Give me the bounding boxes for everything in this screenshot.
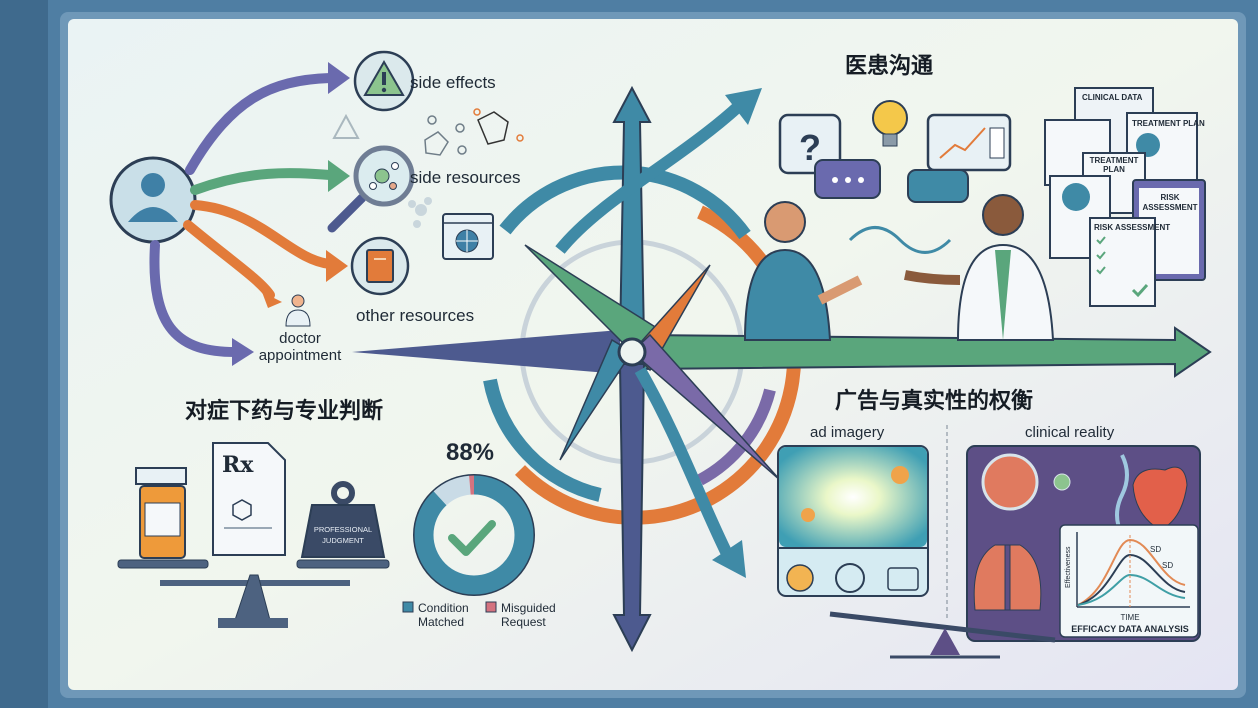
doctor-icon [285,294,311,327]
chart-bubble-icon [926,113,1012,172]
compass [352,85,1212,653]
book-icon [350,236,410,296]
chart-ylabel: Effectiveness [1065,546,1072,588]
weight-label-2: JUDGMENT [322,536,364,545]
documents-stack: CLINICAL DATA TREATMENT PLAN TREATMENT P… [1044,87,1206,307]
pill-bottle-icon [135,467,187,559]
magnifier-icon [327,145,415,233]
legend-swatch-condition [402,601,414,613]
weight-label-1: PROFESSIONAL [314,525,372,534]
legend-condition-2: Matched [418,615,464,629]
efficacy-chart [1059,524,1199,638]
smiley-icon [786,564,814,592]
label-doctor: doctor [279,330,321,347]
patient-figure [743,201,863,341]
advertising-title: 广告与真实性的权衡 [835,388,1033,414]
donut-segment-misguided-request [414,475,534,595]
doc-assessment: ASSESSMENT [1142,203,1197,212]
legend-swatch-misguided [485,601,497,613]
ne-arrow [555,100,745,254]
dna-icon [1115,454,1129,536]
doc-treatment: TREATMENT [1090,156,1139,165]
chart-sd-2: SD [1162,561,1173,570]
doc-clinical-data: CLINICAL DATA [1082,93,1143,102]
check-icon [448,520,496,556]
communication-title: 医患沟通 [845,53,933,79]
patient-avatar [109,156,197,244]
faded-molecule-icon [408,197,432,228]
faded-warning-icon [332,113,360,139]
molecule-node [1053,473,1071,491]
warning-icon [353,50,415,112]
legend-condition-1: Condition [418,601,469,615]
browser-globe-icon [442,213,494,260]
clinical-reality-panel: Effectiveness SD SD TIME EFFICACY DATA A… [966,445,1201,642]
ad-imagery-panel [777,445,929,597]
arrowheads [232,62,350,366]
balance-scale [117,559,390,628]
legend-misguided-1: Misguided [501,601,556,615]
donut-value-label: 88% [446,439,494,466]
frame-spine [0,0,48,708]
doc-plan: PLAN [1103,165,1125,174]
svg-text:?: ? [799,127,821,168]
label-side-resources: side resources [410,168,521,187]
donut-outline [413,474,535,596]
west-arrow [352,330,620,374]
clinical-reality-label: clinical reality [1025,424,1115,441]
label-appointment: appointment [259,347,342,364]
speech-bubble-icon [907,169,969,203]
donut-chart [413,474,535,596]
se-arrow [634,367,736,563]
typing-bubble-icon [814,159,881,199]
cell-icon [981,453,1039,511]
label-side-effects: side effects [410,73,496,92]
legend-misguided-2: Request [501,615,546,629]
lightbulb-icon [872,100,908,147]
doc-risk: RISK [1160,193,1179,202]
chart-pie-icon [835,563,865,593]
rx-label: Rx [222,452,254,478]
seesaw [829,611,1056,659]
flow-arrows [149,73,335,357]
chart-caption: EFFICACY DATA ANALYSIS [1071,624,1189,634]
chart-xlabel: TIME [1120,613,1139,622]
doc-treatment-plan: TREATMENT PLAN [1132,119,1205,128]
prescription-title: 对症下药与专业判断 [185,398,383,424]
message-icon [887,567,919,591]
label-other-resources: other resources [356,306,474,325]
question-bubble-icon: ? [778,113,842,175]
lungs-icon [973,544,1042,611]
doc-risk-assessment: RISK ASSESSMENT [1094,223,1170,232]
chart-sd-1: SD [1150,545,1161,554]
doctor-figure [904,194,1055,341]
prescription-document: Rx [212,442,286,556]
ad-imagery-label: ad imagery [810,424,885,441]
smile-orb [891,466,909,484]
molecule-icon [424,108,524,156]
sound-wave [848,226,952,254]
professional-judgment-weight: PROFESSIONAL JUDGMENT [300,481,386,558]
